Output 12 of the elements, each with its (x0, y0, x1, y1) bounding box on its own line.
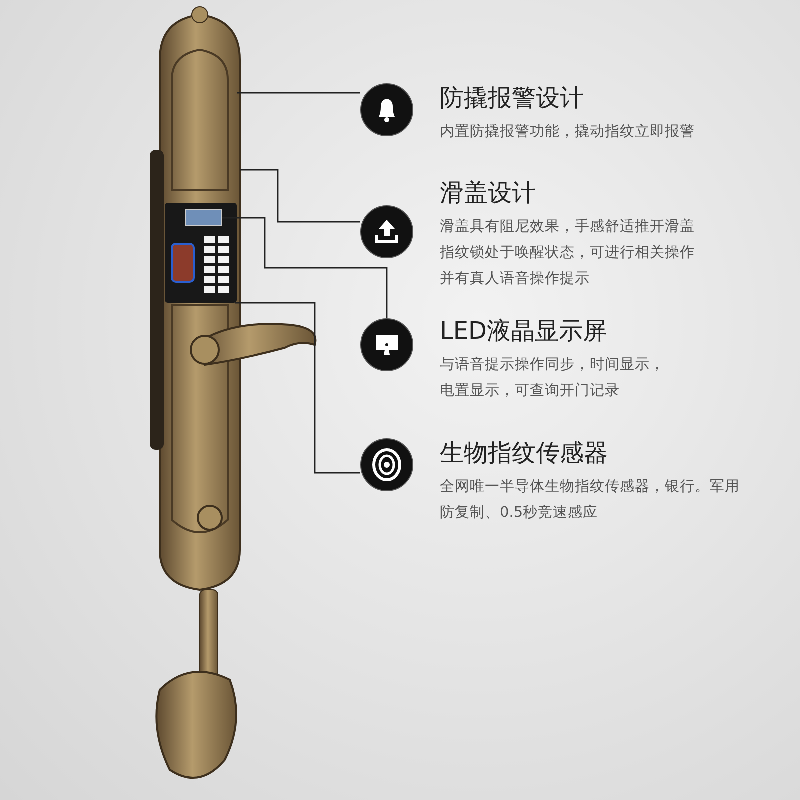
feature-description: 滑盖具有阻尼效果，手感舒适推开滑盖指纹锁处于唤醒状态，可进行相关操作并有真人语音操作提示 (440, 218, 696, 289)
feature-heading: LED液晶显示屏 (440, 316, 608, 346)
leader-line (240, 169, 360, 223)
leader-line (235, 302, 360, 474)
feature-heading: 生物指纹传感器 (440, 438, 608, 468)
leader-line (237, 92, 360, 94)
feature-heading: 防撬报警设计 (440, 83, 584, 113)
feature-heading: 滑盖设计 (440, 178, 536, 208)
feature-description: 全网唯一半导体生物指纹传感器，银行。军用防复制、0.5秒竞速感应 (440, 478, 741, 523)
leader-line (222, 217, 388, 318)
feature-description: 与语音提示操作同步，时间显示，电置显示，可查询开门记录 (440, 356, 666, 401)
feature-description: 内置防撬报警功能，撬动指纹立即报警 (440, 122, 696, 142)
